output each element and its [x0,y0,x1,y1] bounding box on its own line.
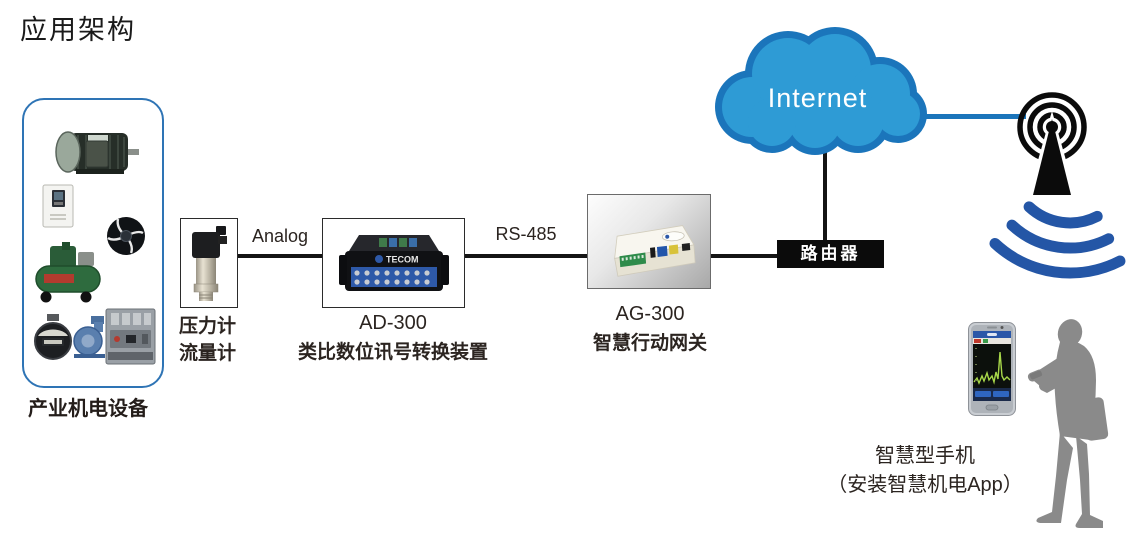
phone-caption-line2: （安装智慧机电App） [827,474,1023,496]
link-line-ad300-ag300 [465,254,587,258]
link-line-ag300-router [711,254,777,258]
pump-icon [73,316,105,358]
motor-icon [55,131,139,174]
internet-cloud-icon [715,27,927,155]
ag300-device-icon [614,225,696,277]
air-compressor-icon [35,242,101,303]
page-title: 应用架构 [20,15,136,45]
fan-icon [107,217,145,255]
analog-link-label: Analog [251,226,309,246]
link-line-cloud-antenna [924,114,1026,119]
pressure-sensor-icon [192,226,227,301]
wifi-signal-icon [989,201,1126,279]
sensor-caption-line1: 压力计 [179,316,237,337]
phone-caption: 智慧型手机 （安装智慧机电App） [800,442,1050,500]
sensor-caption: 压力计 流量计 [179,313,236,367]
inverter-icon [42,184,74,228]
rs485-link-label: RS-485 [495,224,557,244]
smartphone-icon [968,322,1016,416]
flow-meter-icon [34,314,72,360]
router-icon: 路由器 [777,240,884,268]
phone-caption-line1: 智慧型手机 [875,445,975,467]
ad300-name: AD-300 [359,312,427,334]
antenna-icon [1017,92,1087,199]
sensor-caption-line2: 流量计 [179,343,237,364]
ag300-desc: 智慧行动网关 [592,333,707,354]
person-icon [1027,319,1109,528]
link-line-cloud-router [823,145,827,240]
link-line-sensor-ad300 [238,254,322,258]
internet-label: Internet [767,83,868,113]
ad300-device-icon: TECOM [339,235,449,291]
equipment-group-label: 产业机电设备 [28,398,148,420]
circuit-breaker-icon [105,308,156,365]
ad300-brand-text: TECOM [386,255,419,265]
ad300-desc: 类比数位讯号转换装置 [297,342,488,363]
ag300-name: AG-300 [615,303,685,325]
